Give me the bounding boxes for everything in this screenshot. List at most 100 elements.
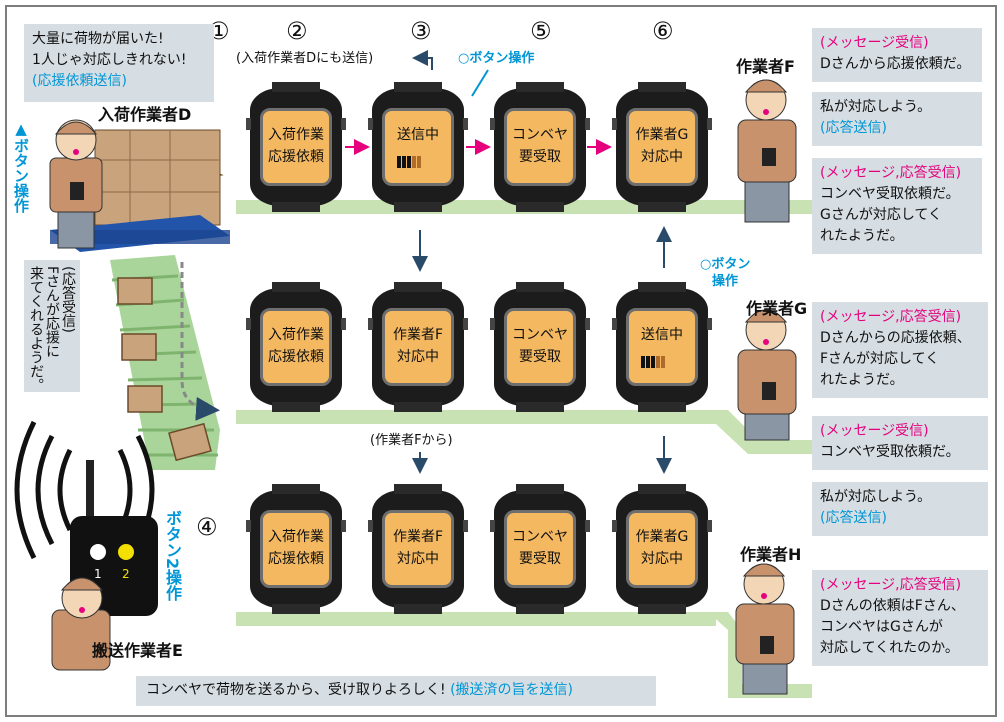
bubble-d-top: 大量に荷物が届いた! 1人じゃ対応しきれない! (応援依頼送信)	[24, 24, 214, 102]
step-6: ⑥	[652, 17, 674, 45]
bubble-d-top-line2: 1人じゃ対応しきれない!	[32, 52, 187, 68]
note-also-sent: (入荷作業者Dにも送信)	[236, 51, 374, 66]
watch-r3-c1: 入荷作業応援依頼	[246, 484, 346, 614]
bubble-h1: (メッセージ,応答受信) Dさんの依頼はFさん、 コンベヤはGさんが 対応してく…	[812, 570, 988, 666]
watch-r2-c3-line1: コンベヤ	[512, 327, 568, 343]
watch-r1-c3-line2: 要受取	[519, 149, 561, 165]
bubble-g1-line4: れたようだ。	[820, 372, 904, 388]
bubble-g3-line2: (応答送信)	[820, 510, 887, 526]
watch-r1-c1-line2: 応援依頼	[268, 149, 324, 165]
watch-r2-c2-line1: 作業者F	[392, 327, 444, 343]
worker-e-figure	[51, 577, 111, 671]
watch-r2-c3: コンベヤ要受取	[490, 282, 590, 412]
belt-row2	[236, 410, 830, 454]
bubble-g3-line1: 私が対応しよう。	[820, 489, 932, 505]
bubble-f1-line1: (メッセージ受信)	[820, 35, 929, 51]
remote-button-2-label: 2	[122, 567, 130, 581]
bubble-e-bottom-text: コンベヤで荷物を送るから、受け取りよろしく!	[146, 682, 446, 698]
watch-r2-c1-line2: 応援依頼	[268, 349, 324, 365]
bubble-g2-line2: コンベヤ受取依頼だ。	[820, 444, 960, 460]
step-5: ⑤	[530, 17, 552, 45]
bubble-d-side: (応答受信) Fさんが応援に 来てくれるようだ。	[24, 260, 80, 392]
watch-r3-c3-line2: 要受取	[519, 551, 561, 567]
step-2: ②	[286, 17, 308, 45]
watch-r3-c1-line2: 応援依頼	[268, 551, 324, 567]
watch-r1-c3: コンベヤ要受取	[490, 82, 590, 212]
note-button-op-d: ▲ボタン操作	[12, 120, 30, 213]
watch-r3-c1-line1: 入荷作業	[268, 529, 324, 545]
note-button-op: ○ボタン操作	[458, 51, 535, 66]
bubble-f1: (メッセージ受信) Dさんから応援依頼だ。	[812, 28, 982, 82]
bubble-g1-line1: (メッセージ,応答受信)	[820, 309, 962, 325]
watch-r3-c4-line1: 作業者G	[635, 529, 689, 545]
worker-f-figure	[737, 79, 797, 223]
watch-r3-c3: コンベヤ要受取	[490, 484, 590, 614]
conveyor	[110, 255, 220, 470]
diagram-frame	[5, 5, 997, 717]
bubble-f3-line2: コンベヤ受取依頼だ。	[820, 186, 960, 202]
remote-button-1-label: 1	[94, 567, 102, 581]
bubble-h1-line4: 対応してくれたのか。	[820, 640, 959, 656]
watch-r1-c2: 送信中	[368, 82, 468, 212]
bubble-h1-line3: コンベヤはGさんが	[820, 619, 943, 635]
worker-e-name: 搬送作業者E	[92, 641, 183, 660]
watch-r3-c2-line2: 対応中	[397, 551, 439, 567]
watch-r2-c4: 送信中	[612, 282, 712, 412]
watch-r2-c3-line2: 要受取	[519, 349, 561, 365]
watch-r3-c2: 作業者F 対応中	[368, 484, 468, 614]
bubble-f3: (メッセージ,応答受信) コンベヤ受取依頼だ。 Gさんが対応してく れたようだ。	[812, 158, 982, 254]
bubble-f3-line4: れたようだ。	[820, 228, 904, 244]
bubble-f2-line1: 私が対応しよう。	[820, 99, 932, 115]
watch-r2-c2-line2: 対応中	[397, 349, 439, 365]
bubble-g3: 私が対応しよう。 (応答送信)	[812, 482, 988, 536]
watch-r3-c4-line2: 対応中	[641, 551, 683, 567]
watch-r3-c2-line1: 作業者F	[392, 529, 444, 545]
bubble-d-side-title: (応答受信)	[60, 266, 76, 333]
vertical-arrows	[412, 50, 672, 474]
bubble-d-top-line3: (応援依頼送信)	[32, 73, 127, 89]
bubble-g2: (メッセージ受信) コンベヤ受取依頼だ。	[812, 416, 988, 470]
bubble-g1-line2: Dさんからの応援依頼、	[820, 330, 971, 346]
watch-r1-c4-line1: 作業者G	[635, 127, 689, 143]
worker-h-name: 作業者H	[740, 545, 802, 564]
bubble-f1-line2: Dさんから応援依頼だ。	[820, 56, 971, 72]
watch-r1-c1-line1: 入荷作業	[268, 127, 324, 143]
belt-row3	[236, 612, 812, 698]
watch-r1-c4: 作業者G 対応中	[612, 82, 712, 212]
step-4: ④	[196, 513, 218, 541]
worker-h-figure	[735, 563, 795, 695]
watch-r2-c4-line1: 送信中	[641, 327, 683, 343]
bubble-f2-line2: (応答送信)	[820, 120, 887, 136]
watch-r1-c4-line2: 対応中	[641, 149, 683, 165]
bubble-h1-line2: Dさんの依頼はFさん、	[820, 598, 965, 614]
worker-g-figure	[737, 309, 797, 441]
bubble-f3-line3: Gさんが対応してく	[820, 207, 943, 223]
bubble-g2-line1: (メッセージ受信)	[820, 423, 929, 439]
watch-r3-c4: 作業者G 対応中	[612, 484, 712, 614]
watch-r3-c3-line1: コンベヤ	[512, 529, 568, 545]
note-button2-op-e: ボタン2操作	[163, 510, 182, 602]
watch-r2-c2: 作業者F 対応中	[368, 282, 468, 412]
bubble-f2: 私が対応しよう。 (応答送信)	[812, 92, 982, 146]
worker-g-name: 作業者G	[746, 299, 808, 318]
bubble-h1-line1: (メッセージ,応答受信)	[820, 577, 962, 593]
step-3: ③	[410, 17, 432, 45]
worker-d-figure	[49, 119, 103, 249]
watch-r2-c4-progress-bars	[641, 353, 666, 372]
note-button-op-g-line1: ○ボタン	[700, 257, 751, 272]
watch-r1-c2-progress-bars	[397, 153, 422, 172]
bubble-g1-line3: Fさんが対応してく	[820, 351, 940, 367]
note-button-op-g-line2: 操作	[712, 274, 739, 289]
watch-r1-c1: 入荷作業応援依頼	[246, 82, 346, 212]
worker-f-name: 作業者F	[736, 57, 795, 76]
watch-r2-c1: 入荷作業応援依頼	[246, 282, 346, 412]
bubble-f3-line1: (メッセージ,応答受信)	[820, 165, 962, 181]
watch-r1-c3-line1: コンベヤ	[512, 127, 568, 143]
bubble-d-side-col2: 来てくれるようだ。	[28, 266, 44, 392]
bubble-d-top-line1: 大量に荷物が届いた!	[32, 31, 164, 47]
bubble-d-side-col1: Fさんが応援に	[44, 266, 60, 359]
bubble-e-bottom: コンベヤで荷物を送るから、受け取りよろしく! (搬送済の旨を送信)	[136, 676, 656, 706]
watch-r2-c1-line1: 入荷作業	[268, 327, 324, 343]
